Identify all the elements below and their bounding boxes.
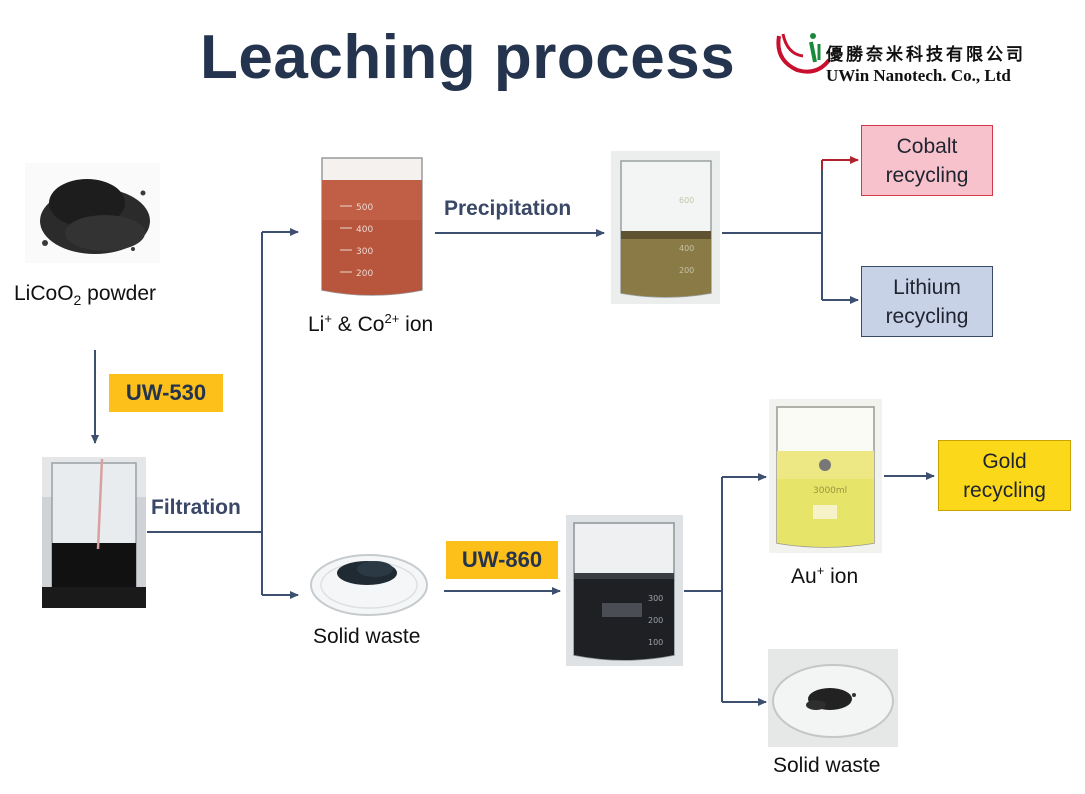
- licoo2-powder-label: LiCoO2 powder: [14, 282, 156, 308]
- step-filtration: Filtration: [151, 496, 241, 519]
- step-precipitation: Precipitation: [444, 197, 572, 220]
- ion-suffix: ion: [399, 313, 434, 336]
- beaker-mark-600: 600: [679, 196, 694, 205]
- licoo2-subscript: 2: [73, 292, 82, 309]
- beaker-mark-300c: 300: [648, 594, 663, 603]
- au-ion-suffix: ion: [824, 565, 859, 588]
- gold-line1: Gold: [982, 449, 1027, 473]
- gold-recycling-box: Gold recycling: [938, 440, 1071, 511]
- beaker-mark-100c: 100: [648, 638, 663, 647]
- lithium-recycling-box: Lithium recycling: [861, 266, 993, 337]
- gold-ion-beaker-image: 3000ml: [769, 399, 882, 553]
- licoo2-formula: LiCoO: [14, 282, 74, 305]
- li-charge: +: [324, 311, 332, 326]
- company-name-english: UWin Nanotech. Co., Ltd: [826, 66, 1011, 85]
- beaker-mark-200b: 200: [679, 266, 694, 275]
- uwin-logo-icon: [776, 33, 831, 74]
- page-title: Leaching process: [200, 23, 736, 92]
- ion-solution-beaker-image: 500 400 300 200: [312, 150, 431, 302]
- solid-waste-dish-2-image: [768, 649, 898, 747]
- co-charge: 2+: [384, 311, 400, 326]
- licoo2-suffix: powder: [81, 282, 157, 305]
- beaker-mark-200: 200: [356, 269, 373, 279]
- dark-leach-beaker-image: 300 200 100: [566, 515, 683, 666]
- li-co-ion-label: Li+ & Co2+ ion: [308, 311, 433, 337]
- solid-waste-2-label: Solid waste: [773, 754, 881, 777]
- au-symbol: Au: [791, 565, 817, 588]
- beaker-mark-200c: 200: [648, 616, 663, 625]
- beaker-mark-500: 500: [356, 203, 373, 213]
- lithium-line2: recycling: [885, 304, 969, 328]
- precipitate-beaker-image: 600 400 200: [611, 151, 720, 304]
- au-charge: +: [816, 563, 825, 578]
- co-symbol: & Co: [331, 313, 385, 336]
- reagent-tag-uw860: UW-860: [446, 541, 558, 579]
- au-ion-label: Au+ ion: [791, 563, 858, 589]
- beaker-mark-400b: 400: [679, 244, 694, 253]
- lithium-line1: Lithium: [893, 275, 961, 299]
- cobalt-line1: Cobalt: [896, 134, 958, 158]
- beaker-mark-400: 400: [356, 225, 373, 235]
- gold-beaker-volume: 3000ml: [813, 486, 847, 496]
- licoo2-powder-image: [25, 163, 160, 263]
- company-name-chinese: 優勝奈米科技有限公司: [826, 45, 1026, 65]
- reagent-tag-uw530: UW-530: [109, 374, 223, 412]
- li-symbol: Li: [308, 313, 325, 336]
- cobalt-line2: recycling: [885, 163, 969, 187]
- solid-waste-dish-image: [305, 535, 433, 621]
- gold-line2: recycling: [963, 478, 1046, 502]
- filtration-beaker-image: [42, 457, 146, 608]
- beaker-mark-300: 300: [356, 247, 373, 257]
- solid-waste-label: Solid waste: [313, 625, 421, 648]
- cobalt-recycling-box: Cobalt recycling: [861, 125, 993, 196]
